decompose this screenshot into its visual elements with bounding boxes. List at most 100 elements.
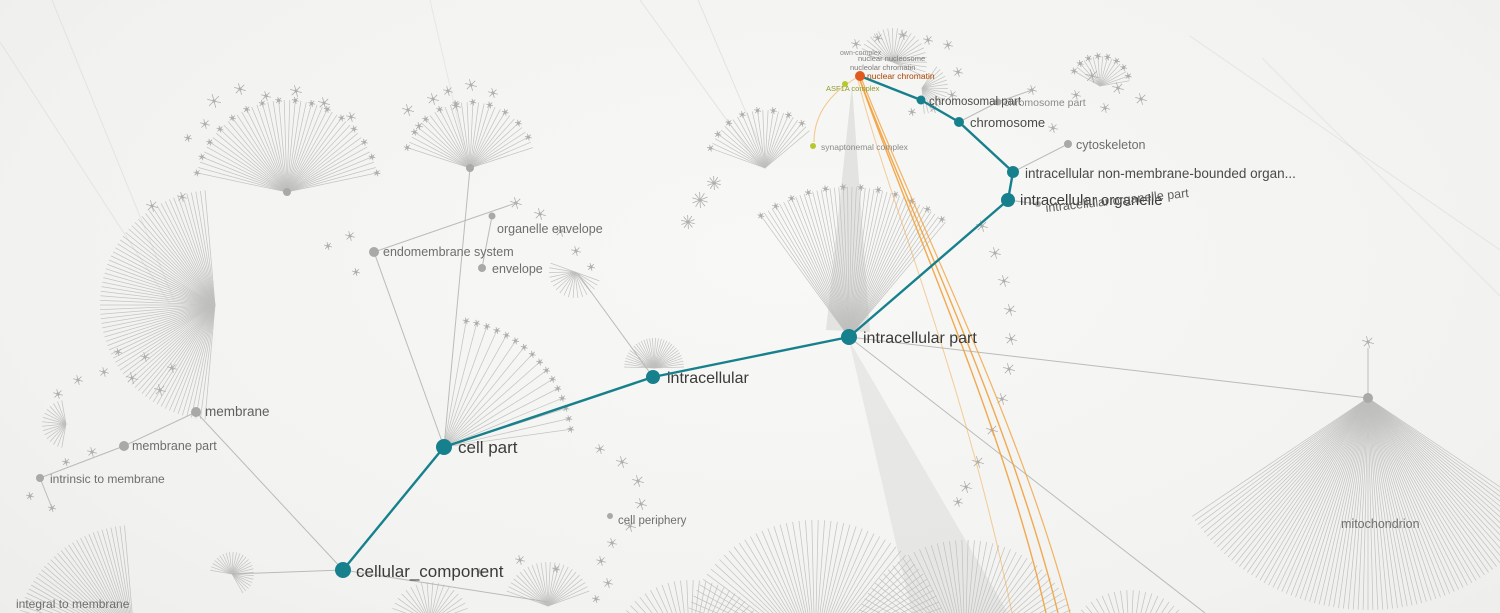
label-own-complex[interactable]: own-complex — [840, 50, 882, 57]
graph-node-mitochondrion[interactable] — [1363, 393, 1373, 403]
label-chromosome-part[interactable]: chromosome part — [1004, 97, 1086, 109]
label-intracellular[interactable]: intracellular — [667, 370, 749, 387]
orange-edge — [859, 79, 1059, 613]
fan-spoke — [783, 201, 850, 338]
label-cellular-component[interactable]: cellular_component — [356, 562, 504, 581]
label-intracellular-organelle[interactable]: intracellular organelle — [1020, 192, 1163, 209]
label-cell-part[interactable]: cell part — [458, 438, 518, 457]
label-asf1a-complex[interactable]: ASF1A complex — [826, 84, 880, 93]
label-nuclear-nucleosome[interactable]: nuclear nucleosome — [858, 54, 925, 63]
fan-spoke — [44, 423, 67, 436]
graph-node-membrane[interactable] — [191, 407, 201, 417]
fan-spoke — [1255, 397, 1369, 578]
label-cell-periphery[interactable]: cell periphery — [618, 515, 687, 527]
label-envelope[interactable]: envelope — [492, 262, 543, 276]
fan-spoke — [286, 132, 359, 193]
graph-node-cell_periphery[interactable] — [607, 513, 613, 519]
fan-spoke — [653, 355, 682, 369]
graph-node-chromosome_part[interactable] — [994, 98, 1002, 106]
fan-spoke — [1367, 397, 1500, 493]
graph-node-organelle_envelope[interactable] — [488, 212, 496, 220]
fan-spoke — [1107, 593, 1115, 613]
star-dot — [464, 319, 468, 323]
fan-cluster — [859, 539, 1071, 613]
fan-spoke — [812, 191, 850, 338]
star-dot — [130, 376, 134, 380]
fan-spoke — [231, 573, 244, 594]
label-endomembrane-system[interactable]: endomembrane system — [383, 245, 514, 259]
fan-spoke — [105, 304, 216, 342]
fan-spoke — [897, 561, 936, 613]
fan-spoke — [807, 192, 850, 338]
fan-spoke — [1213, 397, 1369, 544]
label-chromosome[interactable]: chromosome — [970, 115, 1045, 130]
graph-node-asf1a_complex[interactable] — [842, 81, 848, 87]
fan-spoke — [921, 75, 946, 89]
graph-node-synaptonemal_complex[interactable] — [810, 143, 816, 149]
star-dot — [446, 89, 450, 93]
fan-spoke — [97, 530, 125, 613]
label-intracellular-organelle-part[interactable]: intracellular organelle part — [1045, 186, 1190, 215]
label-organelle-envelope[interactable]: organelle envelope — [497, 222, 603, 236]
label-intrinsic-to-membrane[interactable]: intrinsic to membrane — [50, 472, 165, 486]
graph-node-chromosome[interactable] — [954, 117, 964, 127]
fan-spoke — [1367, 397, 1374, 610]
label-nucleolar-chromatin[interactable]: nucleolar chromatin — [850, 63, 915, 72]
label-nuclear-chromatin[interactable]: nuclear chromatin — [867, 71, 935, 81]
graph-node-intrinsic_to_membrane[interactable] — [36, 474, 44, 482]
star-dot — [90, 450, 94, 454]
fan-spoke — [164, 201, 216, 306]
fan-spoke — [1367, 397, 1460, 590]
fan-spoke — [799, 195, 850, 338]
label-chromosomal-part[interactable]: chromosomal part — [929, 96, 1022, 108]
label-intracellular-part[interactable]: intracellular part — [863, 330, 977, 347]
graph-node-organelle_part_node[interactable] — [1035, 201, 1041, 207]
graph-node-cytoskeleton[interactable] — [1064, 140, 1072, 148]
graph-node-non_membrane_bounded_organelle[interactable] — [1007, 166, 1019, 178]
fan-spoke — [961, 539, 965, 613]
label-membrane-part[interactable]: membrane part — [132, 439, 217, 453]
fan-spoke — [107, 264, 216, 306]
graph-node-endomembrane_system[interactable] — [369, 247, 379, 257]
label-membrane[interactable]: membrane — [205, 404, 270, 419]
fan-spoke — [50, 559, 104, 613]
graph-node-chromosomal_part[interactable] — [916, 95, 926, 105]
fan-spoke — [1367, 397, 1384, 610]
fan-spoke — [1367, 397, 1489, 573]
graph-node-cellular_component[interactable] — [335, 562, 351, 578]
fan-spoke — [721, 593, 736, 613]
fan-spoke — [231, 561, 251, 575]
label-cytoskeleton[interactable]: cytoskeleton — [1076, 138, 1146, 152]
fan-spoke — [1367, 397, 1427, 602]
graph-edge — [39, 477, 53, 509]
label-integral-to-membrane[interactable]: integral to membrane — [16, 597, 130, 611]
star-dot — [854, 42, 858, 46]
star-dot — [1105, 55, 1110, 59]
fan-spoke — [35, 576, 89, 613]
fan-spoke — [644, 593, 659, 613]
fan-spoke — [686, 580, 689, 613]
graph-node-intracellular_part[interactable] — [841, 329, 857, 345]
fan-spoke — [867, 592, 900, 613]
graph-node-fan2_apex[interactable] — [466, 164, 474, 172]
graph-node-cell_part[interactable] — [436, 439, 452, 455]
graph-node-intracellular[interactable] — [646, 370, 660, 384]
graph-node-intracellular_organelle[interactable] — [1001, 193, 1015, 207]
graph-node-membrane_part[interactable] — [119, 441, 129, 451]
label-mitochondrion[interactable]: mitochondrion — [1341, 517, 1420, 531]
label-synaptonemal-complex[interactable]: synaptonemal complex — [821, 142, 909, 152]
fan-spoke — [848, 209, 928, 338]
fan-spoke — [173, 197, 216, 306]
fan-spoke — [53, 556, 107, 613]
graph-node-nuclear_chromatin[interactable] — [855, 71, 865, 81]
fan-spoke — [949, 541, 960, 613]
fan-spoke — [1161, 601, 1170, 613]
fan-spoke — [988, 554, 1023, 613]
label-intracellular-non-membrane-bounded-organ[interactable]: intracellular non-membrane-bounded organ… — [1025, 166, 1296, 181]
fan-spoke — [764, 112, 784, 169]
fan-spoke — [785, 523, 807, 613]
graph-node-envelope[interactable] — [478, 264, 486, 272]
graph-node-fan1_apex[interactable] — [283, 188, 291, 196]
